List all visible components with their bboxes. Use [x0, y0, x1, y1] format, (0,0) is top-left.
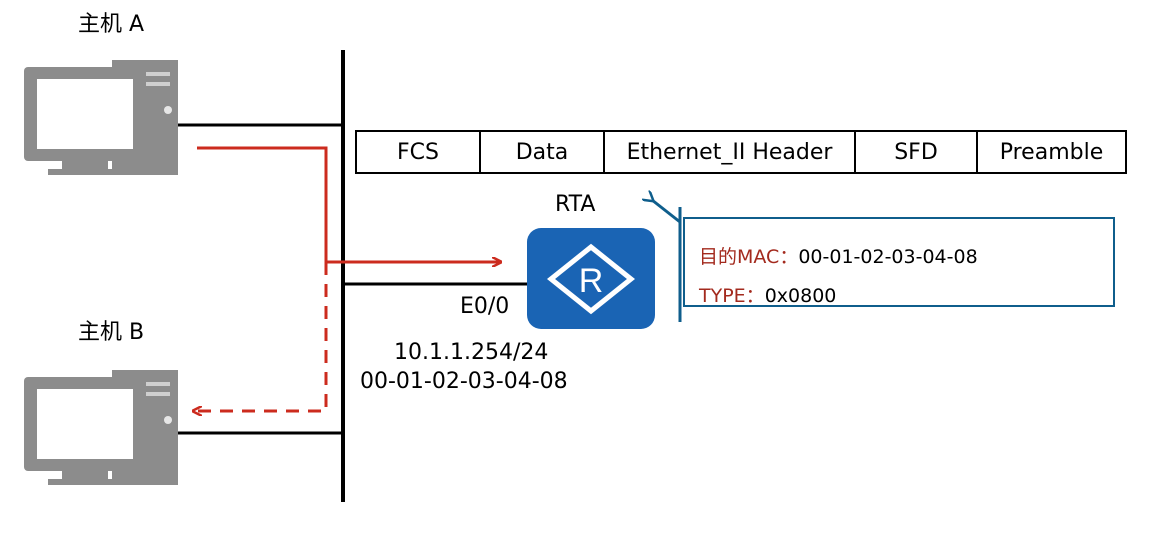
router-ip: 10.1.1.254/24: [394, 340, 549, 365]
frame-field-header: Ethernet_II Header: [605, 132, 856, 172]
flow-arrow-to-host-b: [194, 262, 328, 411]
host-b-computer-icon: [24, 370, 178, 485]
ethernet-frame: FCS Data Ethernet_II Header SFD Preamble: [355, 130, 1127, 174]
dst-mac-key: 目的MAC：: [699, 246, 799, 268]
frame-field-fcs: FCS: [357, 132, 481, 172]
router-mac: 00-01-02-03-04-08: [360, 369, 568, 394]
host-b-label: 主机 B: [78, 320, 145, 345]
host-a-label: 主机 A: [78, 12, 145, 37]
router-logo-letter: R: [579, 262, 604, 300]
type-key: TYPE：: [699, 285, 765, 307]
flow-arrow-to-router: [197, 146, 500, 262]
header-info-box: 目的MAC：00-01-02-03-04-08 TYPE：0x0800: [683, 217, 1115, 307]
callout-arrow: [652, 200, 681, 224]
dst-mac-value: 00-01-02-03-04-08: [798, 246, 978, 268]
router-icon: R: [527, 228, 655, 329]
type-value: 0x0800: [764, 285, 837, 307]
router-name: RTA: [555, 192, 596, 217]
frame-field-sfd: SFD: [856, 132, 978, 172]
frame-field-data: Data: [481, 132, 605, 172]
frame-field-preamble: Preamble: [999, 139, 1104, 165]
interface-label: E0/0: [460, 294, 510, 319]
host-a-computer-icon: [24, 60, 178, 175]
